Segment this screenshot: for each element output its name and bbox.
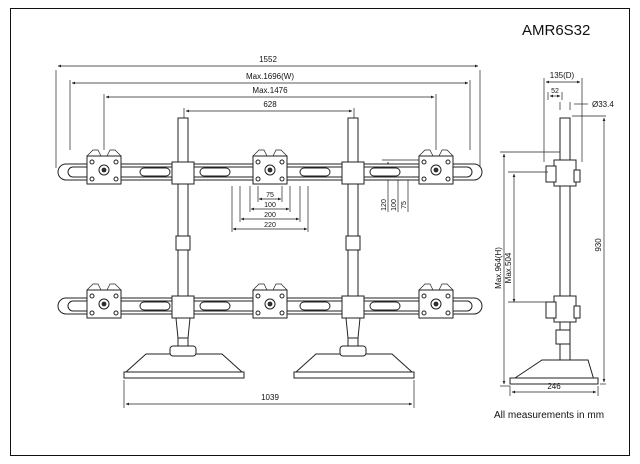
dim-246-label: 246 <box>547 382 561 391</box>
dim-v75-label: 75 <box>401 201 408 209</box>
dim-135-label: 135(D) <box>550 71 575 80</box>
dim-1696-label: Max.1696(W) <box>246 72 294 81</box>
dim-v100-label: 100 <box>391 199 398 211</box>
dim-964-label: Max.964(H) <box>494 247 503 289</box>
dim-628-label: 628 <box>263 100 277 109</box>
dim-52-label: 52 <box>551 88 559 95</box>
dim-overall-width: 1552 <box>55 55 481 168</box>
dim-max-center: Max.1476 <box>103 86 437 150</box>
dim-diameter-label: Ø33.4 <box>592 100 614 109</box>
dim-930-label: 930 <box>594 238 603 252</box>
side-view-stand <box>509 117 599 385</box>
dim-504-label: Max.504 <box>504 252 513 283</box>
dim-pole-spacing: 628 <box>183 100 355 125</box>
dim-max-width: Max.1696(W) <box>69 72 471 150</box>
dim-1476-label: Max.1476 <box>252 86 288 95</box>
dim-200-label: 200 <box>264 212 276 219</box>
dim-1039-label: 1039 <box>261 393 279 402</box>
dim-75-label: 75 <box>266 192 274 199</box>
dim-base-width: 1039 <box>123 380 415 408</box>
dim-vesa-group: 75 100 200 220 <box>231 186 309 232</box>
measurement-note: All measurements in mm <box>494 410 605 421</box>
dim-1552-label: 1552 <box>259 55 277 64</box>
side-dims: 135(D) 52 Ø33.4 Max.964(H) Max.504 930 <box>494 71 614 396</box>
dim-220-label: 220 <box>264 222 276 229</box>
dim-100-label: 100 <box>264 202 276 209</box>
model-title: AMR6S32 <box>522 22 591 39</box>
drawing-border <box>10 8 630 456</box>
dim-120-label: 120 <box>381 199 388 211</box>
